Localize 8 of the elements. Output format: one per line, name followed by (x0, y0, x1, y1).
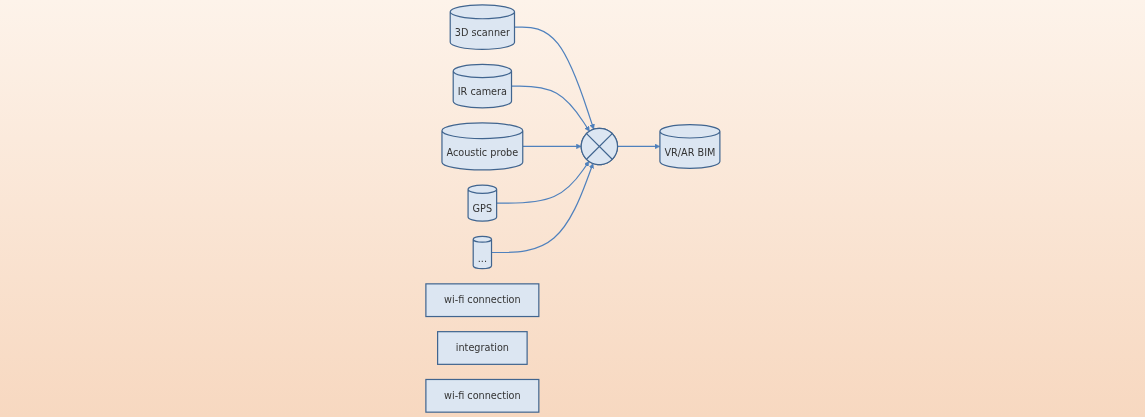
arrow (513, 26, 595, 130)
arrow (490, 163, 594, 254)
node-box: wi-fi connection (424, 378, 540, 413)
node-box: integration (436, 331, 528, 365)
arrow (495, 161, 589, 204)
arrow (616, 143, 660, 150)
node-box: wi-fi connection (424, 283, 540, 318)
arrow (510, 85, 590, 132)
